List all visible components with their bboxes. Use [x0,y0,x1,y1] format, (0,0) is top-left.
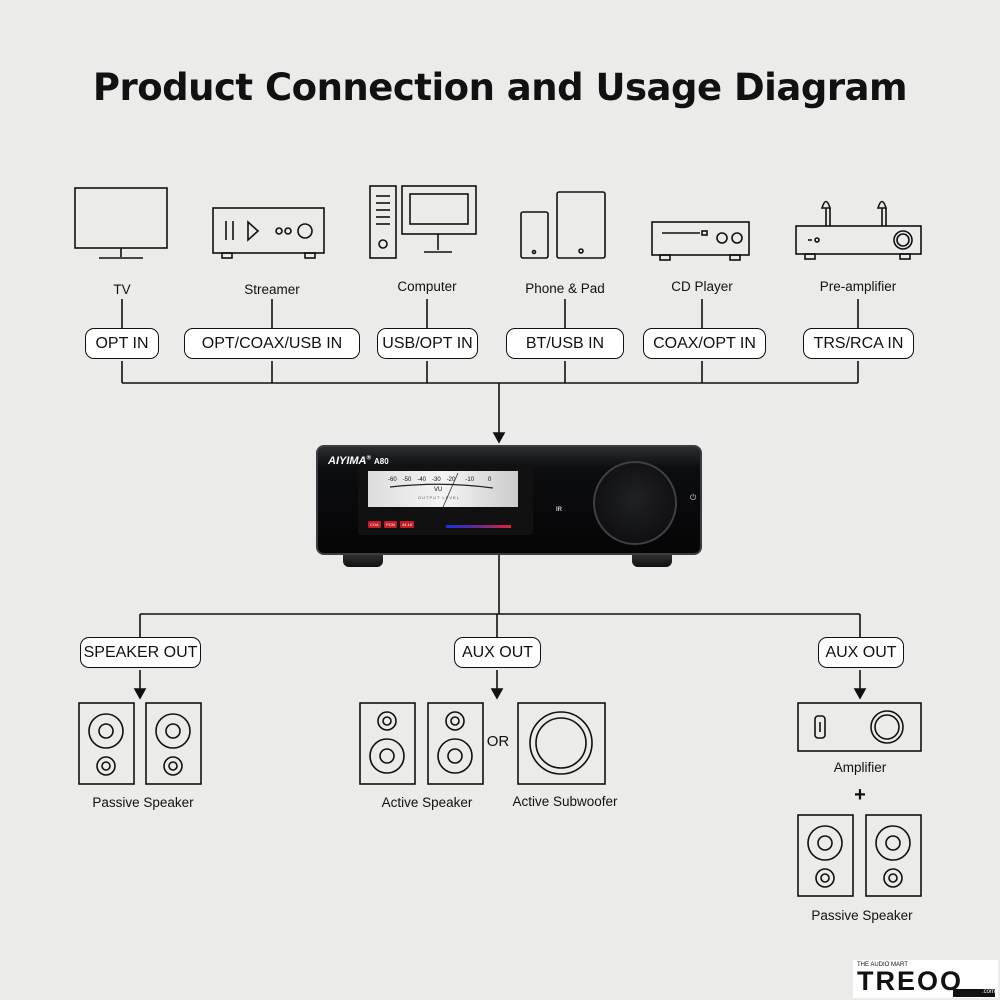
source-label-cd-player: CD Player [671,279,733,294]
watermark-suffix: .com [953,989,995,997]
computer-icon [369,185,477,259]
passive-speaker-icon-2 [797,814,922,897]
active-speaker-icon [359,702,484,785]
passive-speaker-label-2: Passive Speaker [811,908,913,923]
input-box-trs-rca: TRS/RCA IN [803,328,914,359]
ir-label: IR [556,507,562,513]
input-box-coax-opt: COAX/OPT IN [643,328,766,359]
vu-caption: OUTPUT LEVEL [418,495,460,500]
model-name: A80 [373,457,389,466]
preamp-icon [795,200,922,260]
status-badge: 44.1K [400,521,415,528]
watermark-big-text: TREOO [857,966,964,996]
vu-tick: -20 [446,477,456,483]
source-label-preamp: Pre-amplifier [819,279,897,294]
amplifier-label: Amplifier [833,760,887,775]
device-display: -60 -50 -40 -30 -20 -10 0 VU OUTPUT LEVE… [358,465,533,535]
passive-speaker-label: Passive Speaker [92,795,194,810]
vu-meter: -60 -50 -40 -30 -20 -10 0 VU OUTPUT LEVE… [368,471,518,507]
output-lines [133,555,867,700]
vu-tick: 0 [488,477,492,483]
page-title: Product Connection and Usage Diagram [92,66,908,109]
vu-tick: -50 [402,477,412,483]
input-box-usb-opt: USB/OPT IN [377,328,478,359]
aux-out-box-2: AUX OUT [818,637,904,668]
vu-scale: -60 -50 -40 -30 -20 -10 0 [388,477,491,483]
input-box-opt: OPT IN [85,328,159,359]
source-label-streamer: Streamer [244,282,300,297]
amplifier-device: AIYIMA® A80 -60 -50 -40 -30 -20 -10 0 VU… [316,445,702,555]
or-label: OR [486,733,510,750]
source-label-phone-pad: Phone & Pad [525,281,605,296]
volume-bar [446,525,511,528]
vu-tick: -30 [432,477,441,483]
active-subwoofer-label: Active Subwoofer [512,794,618,809]
source-label-computer: Computer [397,279,457,294]
vu-tick: -40 [417,477,427,483]
active-speaker-label: Active Speaker [381,795,473,810]
amplifier-icon [797,702,922,752]
vu-label: VU [434,487,443,493]
cd-player-icon [651,221,750,261]
source-label-tv: TV [113,282,131,297]
status-badge: PCM [384,521,397,528]
device-brand: AIYIMA® A80 [328,455,389,467]
aux-out-box: AUX OUT [454,637,541,668]
input-lines [121,299,859,444]
watermark-logo: THE AUDIO MART TREOO .com [853,960,998,998]
vu-tick: -60 [388,477,397,483]
device-foot [632,553,672,567]
input-box-opt-coax-usb: OPT/COAX/USB IN [184,328,360,359]
vu-tick: -10 [465,477,475,483]
streamer-icon [212,207,325,259]
volume-knob [593,461,677,545]
status-badge: COA [368,521,381,528]
input-box-bt-usb: BT/USB IN [506,328,624,359]
tv-icon [74,187,168,259]
subwoofer-icon [517,702,606,785]
speaker-out-box: SPEAKER OUT [80,637,201,668]
power-icon: ⏻ [690,493,697,502]
device-foot [343,553,383,567]
watermark-small-text: THE AUDIO MART [857,962,908,968]
vu-needle [389,472,494,507]
brand-name: AIYIMA [328,455,367,467]
phone-tablet-icon [520,191,606,259]
plus-sign: + [854,784,866,806]
passive-speaker-icon [78,702,202,785]
